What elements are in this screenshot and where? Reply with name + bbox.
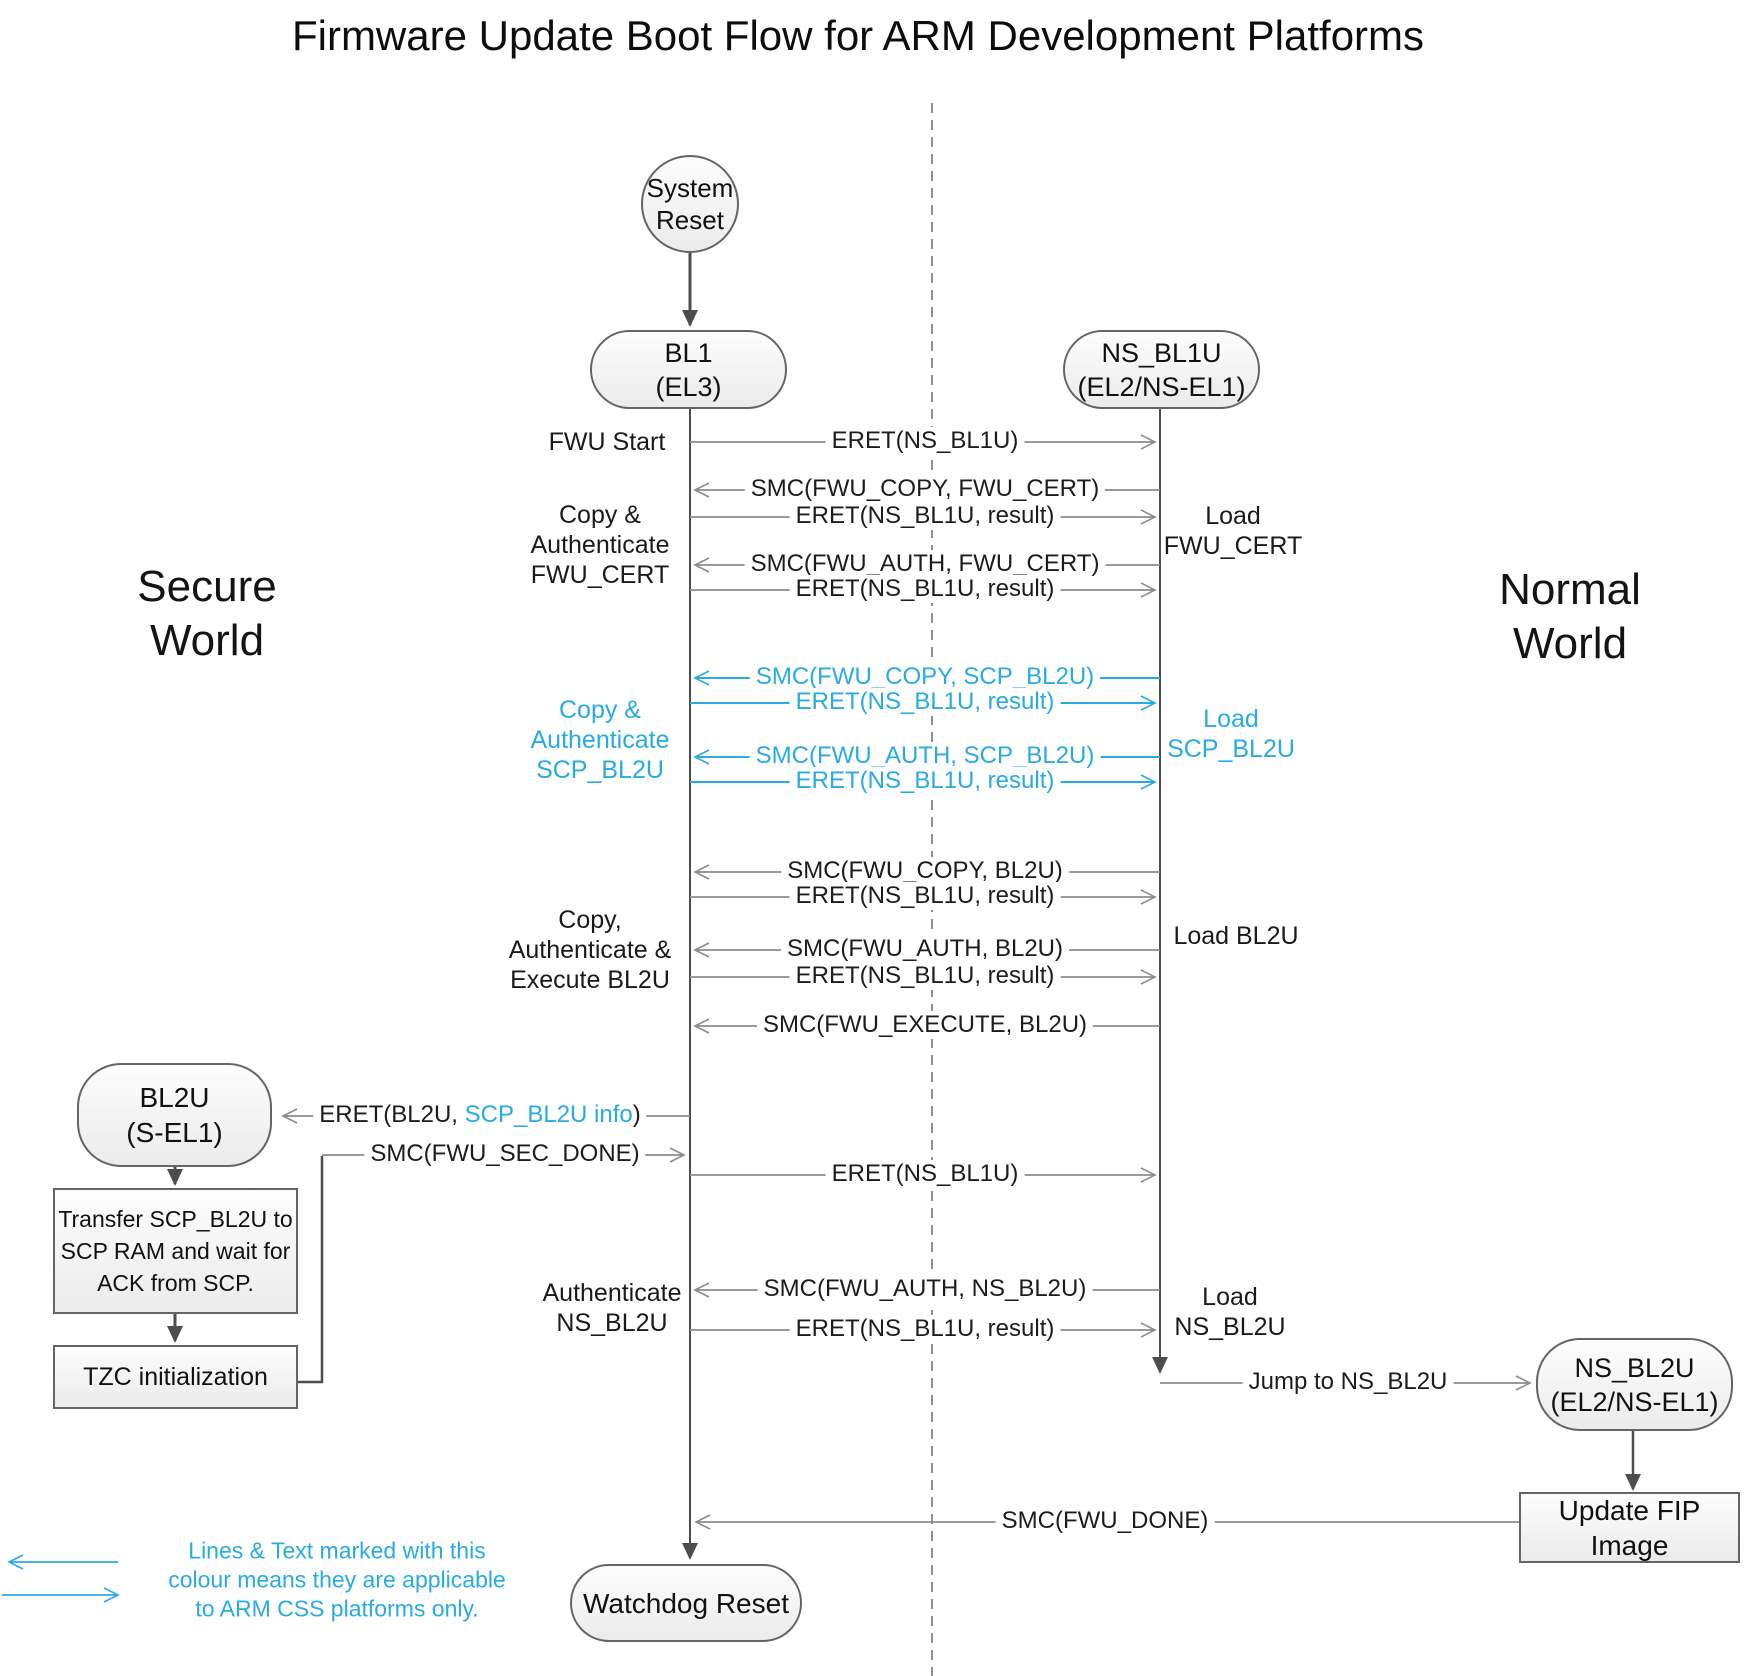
- copy-auth-scp-bl2u-line1: Copy &: [559, 696, 641, 724]
- fwu-start-label: FWU Start: [548, 428, 666, 456]
- tzc-to-smc-connector: [297, 1156, 324, 1384]
- copy-auth-fwu-cert-label: Copy & Authenticate FWU_CERT: [531, 500, 670, 590]
- copy-auth-scp-bl2u-line3: SCP_BL2U: [536, 756, 664, 784]
- load-ns-bl2u-label: Load NS_BL2U: [1174, 1282, 1285, 1342]
- normal-world-line1: Normal: [1499, 565, 1641, 614]
- message-label-2: ERET(NS_BL1U, result): [789, 502, 1061, 530]
- load-fwu-cert-label: Load FWU_CERT: [1164, 501, 1302, 561]
- bl2u-line1: BL2U: [139, 1082, 210, 1113]
- message-label-0: ERET(NS_BL1U): [825, 427, 1025, 455]
- load-fwu-cert-line1: Load: [1205, 502, 1261, 530]
- message-label-10: ERET(NS_BL1U, result): [789, 882, 1061, 910]
- transfer-scp-box: Transfer SCP_BL2U to SCP RAM and wait fo…: [53, 1188, 298, 1314]
- eret-bl2u-label: ERET(BL2U, SCP_BL2U info): [313, 1101, 647, 1129]
- copy-auth-fwu-cert-line1: Copy &: [559, 501, 641, 529]
- bl2u-line2: (S-EL1): [126, 1117, 223, 1148]
- auth-ns-bl2u-label: Authenticate NS_BL2U: [543, 1278, 682, 1338]
- message-label-7: SMC(FWU_AUTH, SCP_BL2U): [749, 742, 1101, 770]
- secure-world-label: Secure World: [137, 560, 276, 668]
- auth-ns-bl2u-line1: Authenticate: [542, 1279, 682, 1307]
- tzc-box: TZC initialization: [53, 1345, 298, 1409]
- message-label-15: SMC(FWU_AUTH, NS_BL2U): [757, 1275, 1093, 1303]
- load-ns-bl2u-line1: Load: [1202, 1283, 1258, 1311]
- eret-bl2u-highlight: SCP_BL2U info: [464, 1101, 633, 1128]
- secure-world-line1: Secure: [137, 562, 277, 611]
- diagram-title: Firmware Update Boot Flow for ARM Develo…: [291, 12, 1425, 59]
- message-label-11: SMC(FWU_AUTH, BL2U): [780, 935, 1070, 963]
- transfer-scp-line2: SCP RAM and wait for: [60, 1238, 291, 1264]
- copy-auth-exec-bl2u-line1: Copy,: [558, 906, 622, 934]
- message-label-4: ERET(NS_BL1U, result): [789, 575, 1061, 603]
- message-label-13: SMC(FWU_EXECUTE, BL2U): [756, 1011, 1094, 1039]
- transfer-scp-line3: ACK from SCP.: [97, 1270, 254, 1296]
- system-reset-node: System Reset: [641, 155, 739, 253]
- watchdog-node: Watchdog Reset: [570, 1564, 802, 1642]
- bl1-line2: (EL3): [655, 371, 722, 402]
- system-reset-line2: Reset: [656, 205, 724, 235]
- message-label-8: ERET(NS_BL1U, result): [789, 767, 1061, 795]
- message-label-5: SMC(FWU_COPY, SCP_BL2U): [749, 663, 1101, 691]
- ns-bl2u-line2: (EL2/NS-EL1): [1550, 1386, 1719, 1417]
- ns-bl2u-line1: NS_BL2U: [1574, 1352, 1695, 1383]
- copy-auth-scp-bl2u-line2: Authenticate: [530, 726, 670, 754]
- ns-bl1u-line2: (EL2/NS-EL1): [1077, 371, 1246, 402]
- load-scp-bl2u-line2: SCP_BL2U: [1167, 735, 1295, 763]
- normal-world-label: Normal World: [1499, 563, 1641, 671]
- update-fip-box: Update FIP Image: [1519, 1492, 1740, 1563]
- watchdog-label: Watchdog Reset: [583, 1587, 789, 1619]
- legend-text: Lines & Text marked with this colour mea…: [168, 1537, 506, 1624]
- copy-auth-exec-bl2u-line2: Authenticate &: [508, 936, 672, 964]
- copy-auth-scp-bl2u-label: Copy & Authenticate SCP_BL2U: [531, 695, 670, 785]
- tzc-label: TZC initialization: [83, 1362, 268, 1391]
- eret-bl2u-prefix: ERET(BL2U,: [319, 1101, 465, 1128]
- jump-to-ns-bl2u-label: Jump to NS_BL2U: [1242, 1368, 1454, 1396]
- copy-auth-exec-bl2u-label: Copy, Authenticate & Execute BL2U: [509, 905, 672, 995]
- bl1-line1: BL1: [664, 337, 713, 368]
- smc-fwu-sec-done-label: SMC(FWU_SEC_DONE): [364, 1140, 646, 1168]
- legend-line2: colour means they are applicable: [168, 1566, 506, 1593]
- smc-fwu-done-label: SMC(FWU_DONE): [995, 1507, 1215, 1535]
- ns-bl1u-line1: NS_BL1U: [1101, 337, 1222, 368]
- message-label-12: ERET(NS_BL1U, result): [789, 962, 1061, 990]
- message-label-16: ERET(NS_BL1U, result): [789, 1315, 1061, 1343]
- copy-auth-exec-bl2u-line3: Execute BL2U: [510, 966, 670, 994]
- message-label-9: SMC(FWU_COPY, BL2U): [781, 857, 1069, 885]
- copy-auth-fwu-cert-line2: Authenticate: [530, 531, 670, 559]
- ns-bl1u-node: NS_BL1U (EL2/NS-EL1): [1063, 330, 1260, 409]
- message-label-14: ERET(NS_BL1U): [825, 1160, 1025, 1188]
- load-scp-bl2u-label: Load SCP_BL2U: [1167, 704, 1295, 764]
- load-scp-bl2u-line1: Load: [1203, 705, 1259, 733]
- ns-bl2u-node: NS_BL2U (EL2/NS-EL1): [1536, 1338, 1733, 1431]
- update-fip-label: Update FIP Image: [1558, 1494, 1701, 1561]
- system-reset-line1: System: [646, 173, 734, 203]
- normal-world-line2: World: [1512, 619, 1628, 668]
- load-fwu-cert-line2: FWU_CERT: [1163, 532, 1303, 560]
- message-label-6: ERET(NS_BL1U, result): [789, 688, 1061, 716]
- secure-world-line2: World: [149, 616, 265, 665]
- message-label-3: SMC(FWU_AUTH, FWU_CERT): [744, 550, 1106, 578]
- auth-ns-bl2u-line2: NS_BL2U: [556, 1309, 668, 1337]
- legend-line1: Lines & Text marked with this: [188, 1537, 486, 1564]
- load-ns-bl2u-line2: NS_BL2U: [1174, 1313, 1286, 1341]
- transfer-scp-line1: Transfer SCP_BL2U to: [58, 1206, 293, 1232]
- load-bl2u-label: Load BL2U: [1173, 922, 1299, 950]
- message-label-1: SMC(FWU_COPY, FWU_CERT): [744, 475, 1106, 503]
- legend-line3: to ARM CSS platforms only.: [195, 1595, 479, 1622]
- copy-auth-fwu-cert-line3: FWU_CERT: [530, 561, 670, 589]
- bl1-node: BL1 (EL3): [590, 330, 787, 409]
- eret-bl2u-suffix: ): [632, 1101, 641, 1128]
- bl2u-node: BL2U (S-EL1): [77, 1063, 272, 1167]
